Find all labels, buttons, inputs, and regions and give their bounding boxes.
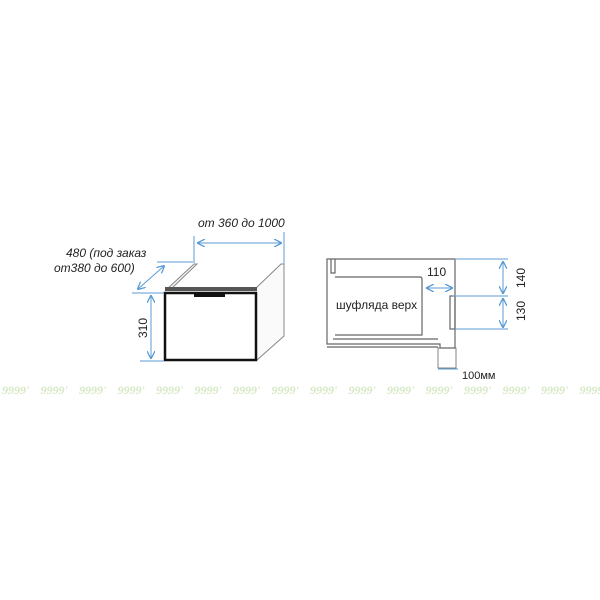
watermark-text: 9999' xyxy=(426,383,454,397)
watermark-text: 9999' xyxy=(503,383,531,397)
watermark-row: 9999' 9999' 9999' 9999' 9999' 9999' 9999' 9999'… xyxy=(2,383,600,397)
top-height-label: 140 xyxy=(514,268,528,288)
bottom-height-label: 130 xyxy=(514,301,528,321)
watermark-text: 9999' xyxy=(41,383,69,397)
width-label: от 360 до 1000 xyxy=(198,216,285,230)
depth-label-2: от380 до 600) xyxy=(54,261,135,275)
watermark-text: 9999' xyxy=(118,383,146,397)
watermark-text: 9999' xyxy=(349,383,377,397)
drawer-label: шуфляда верх xyxy=(336,298,417,312)
watermark-text: 9999' xyxy=(195,383,223,397)
watermark-text: 9999' xyxy=(310,383,338,397)
depth-dimension xyxy=(138,266,164,289)
watermark-text: 9999' xyxy=(464,383,492,397)
side-dimensions xyxy=(427,258,508,370)
height-label: 310 xyxy=(136,318,150,338)
notch xyxy=(437,347,457,369)
watermark-text: 9999' xyxy=(233,383,261,397)
depth-label-1: 480 (под заказ xyxy=(66,246,147,260)
watermark-text: 9999' xyxy=(156,383,184,397)
right-side-panel xyxy=(253,263,285,361)
watermark-text: 9999' xyxy=(2,383,30,397)
drawer-front xyxy=(163,291,258,362)
top-panel xyxy=(165,287,257,291)
watermark-text: 9999' xyxy=(580,383,600,397)
side-view xyxy=(326,258,457,369)
watermark-text: 9999' xyxy=(79,383,107,397)
notch-label: 100мм xyxy=(462,370,495,382)
watermark-text: 9999' xyxy=(272,383,300,397)
front-dimensions xyxy=(132,232,285,362)
watermark-text: 9999' xyxy=(387,383,415,397)
left-side-panel xyxy=(165,263,199,291)
drawer-handle xyxy=(194,293,225,297)
watermark-text: 9999' xyxy=(541,383,569,397)
offset-label: 110 xyxy=(427,265,446,279)
side-slot xyxy=(449,295,456,330)
drawer-outline xyxy=(335,276,423,336)
cabinet-isometric xyxy=(163,263,285,362)
